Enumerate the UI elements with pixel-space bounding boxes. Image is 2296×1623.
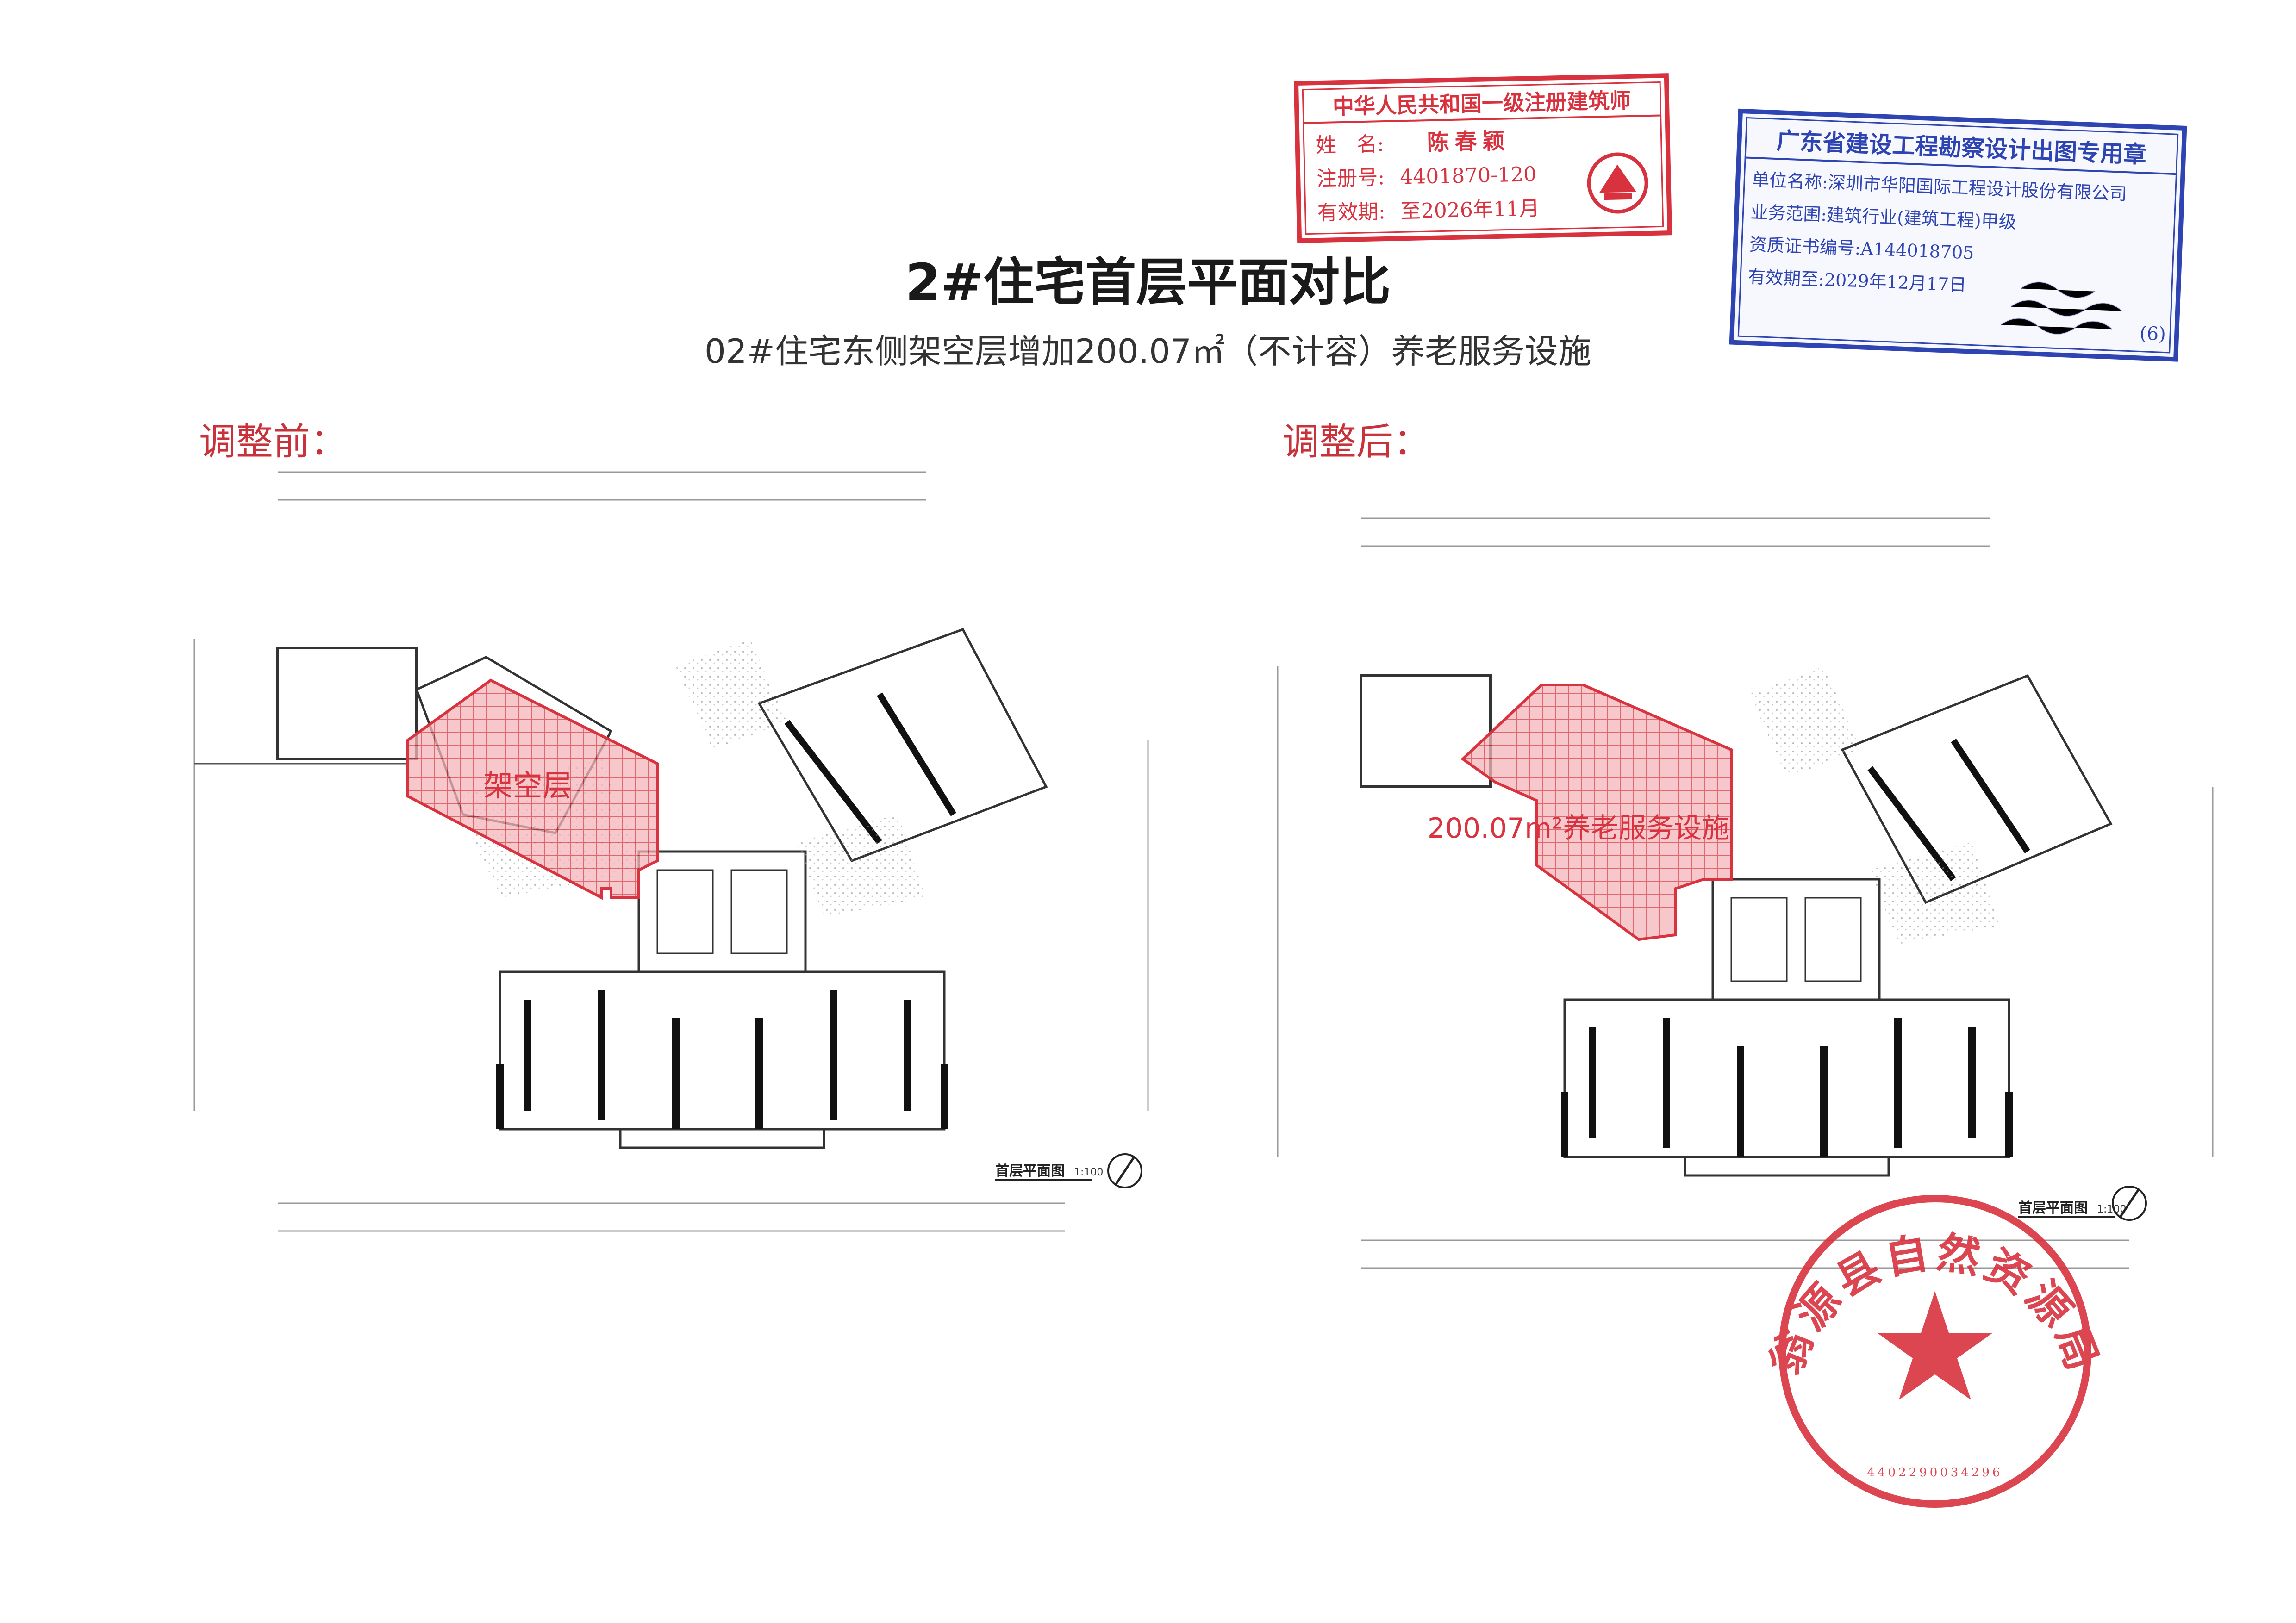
design-stamp-number: (6) (2139, 323, 2166, 345)
before-highlight-area (406, 678, 659, 900)
north-arrow-icon (2112, 1186, 2147, 1221)
round-seal-code: 4402290034296 (1867, 1466, 2003, 1480)
after-plan-title: 首层平面图 (2018, 1200, 2088, 1216)
before-plan-title: 首层平面图 (995, 1163, 1065, 1179)
architect-emblem-icon (1587, 152, 1648, 214)
star-icon (1877, 1291, 1993, 1400)
before-label: 调整前： (199, 420, 347, 463)
before-highlight-label: 架空层 (483, 769, 572, 803)
architect-stamp-header: 中华人民共和国一级注册建筑师 (1333, 88, 1631, 119)
architect-name-value: 陈春颖 (1427, 128, 1510, 155)
architect-name-key: 姓 名: (1316, 132, 1384, 157)
after-highlight-label: 200.07m²养老服务设施 (1428, 812, 1729, 845)
page-title: 2#住宅首层平面对比 (905, 253, 1391, 312)
north-arrow-icon (1107, 1153, 1142, 1188)
after-highlight-area (1460, 684, 1733, 941)
page-subtitle: 02#住宅东侧架空层增加200.07㎡（不计容）养老服务设施 (705, 332, 1591, 371)
architect-valid-key: 有效期: (1317, 200, 1385, 225)
after-label: 调整后： (1282, 420, 1430, 463)
architect-reg-value: 4401870-120 (1400, 162, 1537, 189)
before-plan-scale: 1:100 (1074, 1167, 1103, 1178)
architect-reg-key: 注册号: (1316, 166, 1385, 191)
architect-valid-value: 至2026年11月 (1400, 197, 1540, 223)
